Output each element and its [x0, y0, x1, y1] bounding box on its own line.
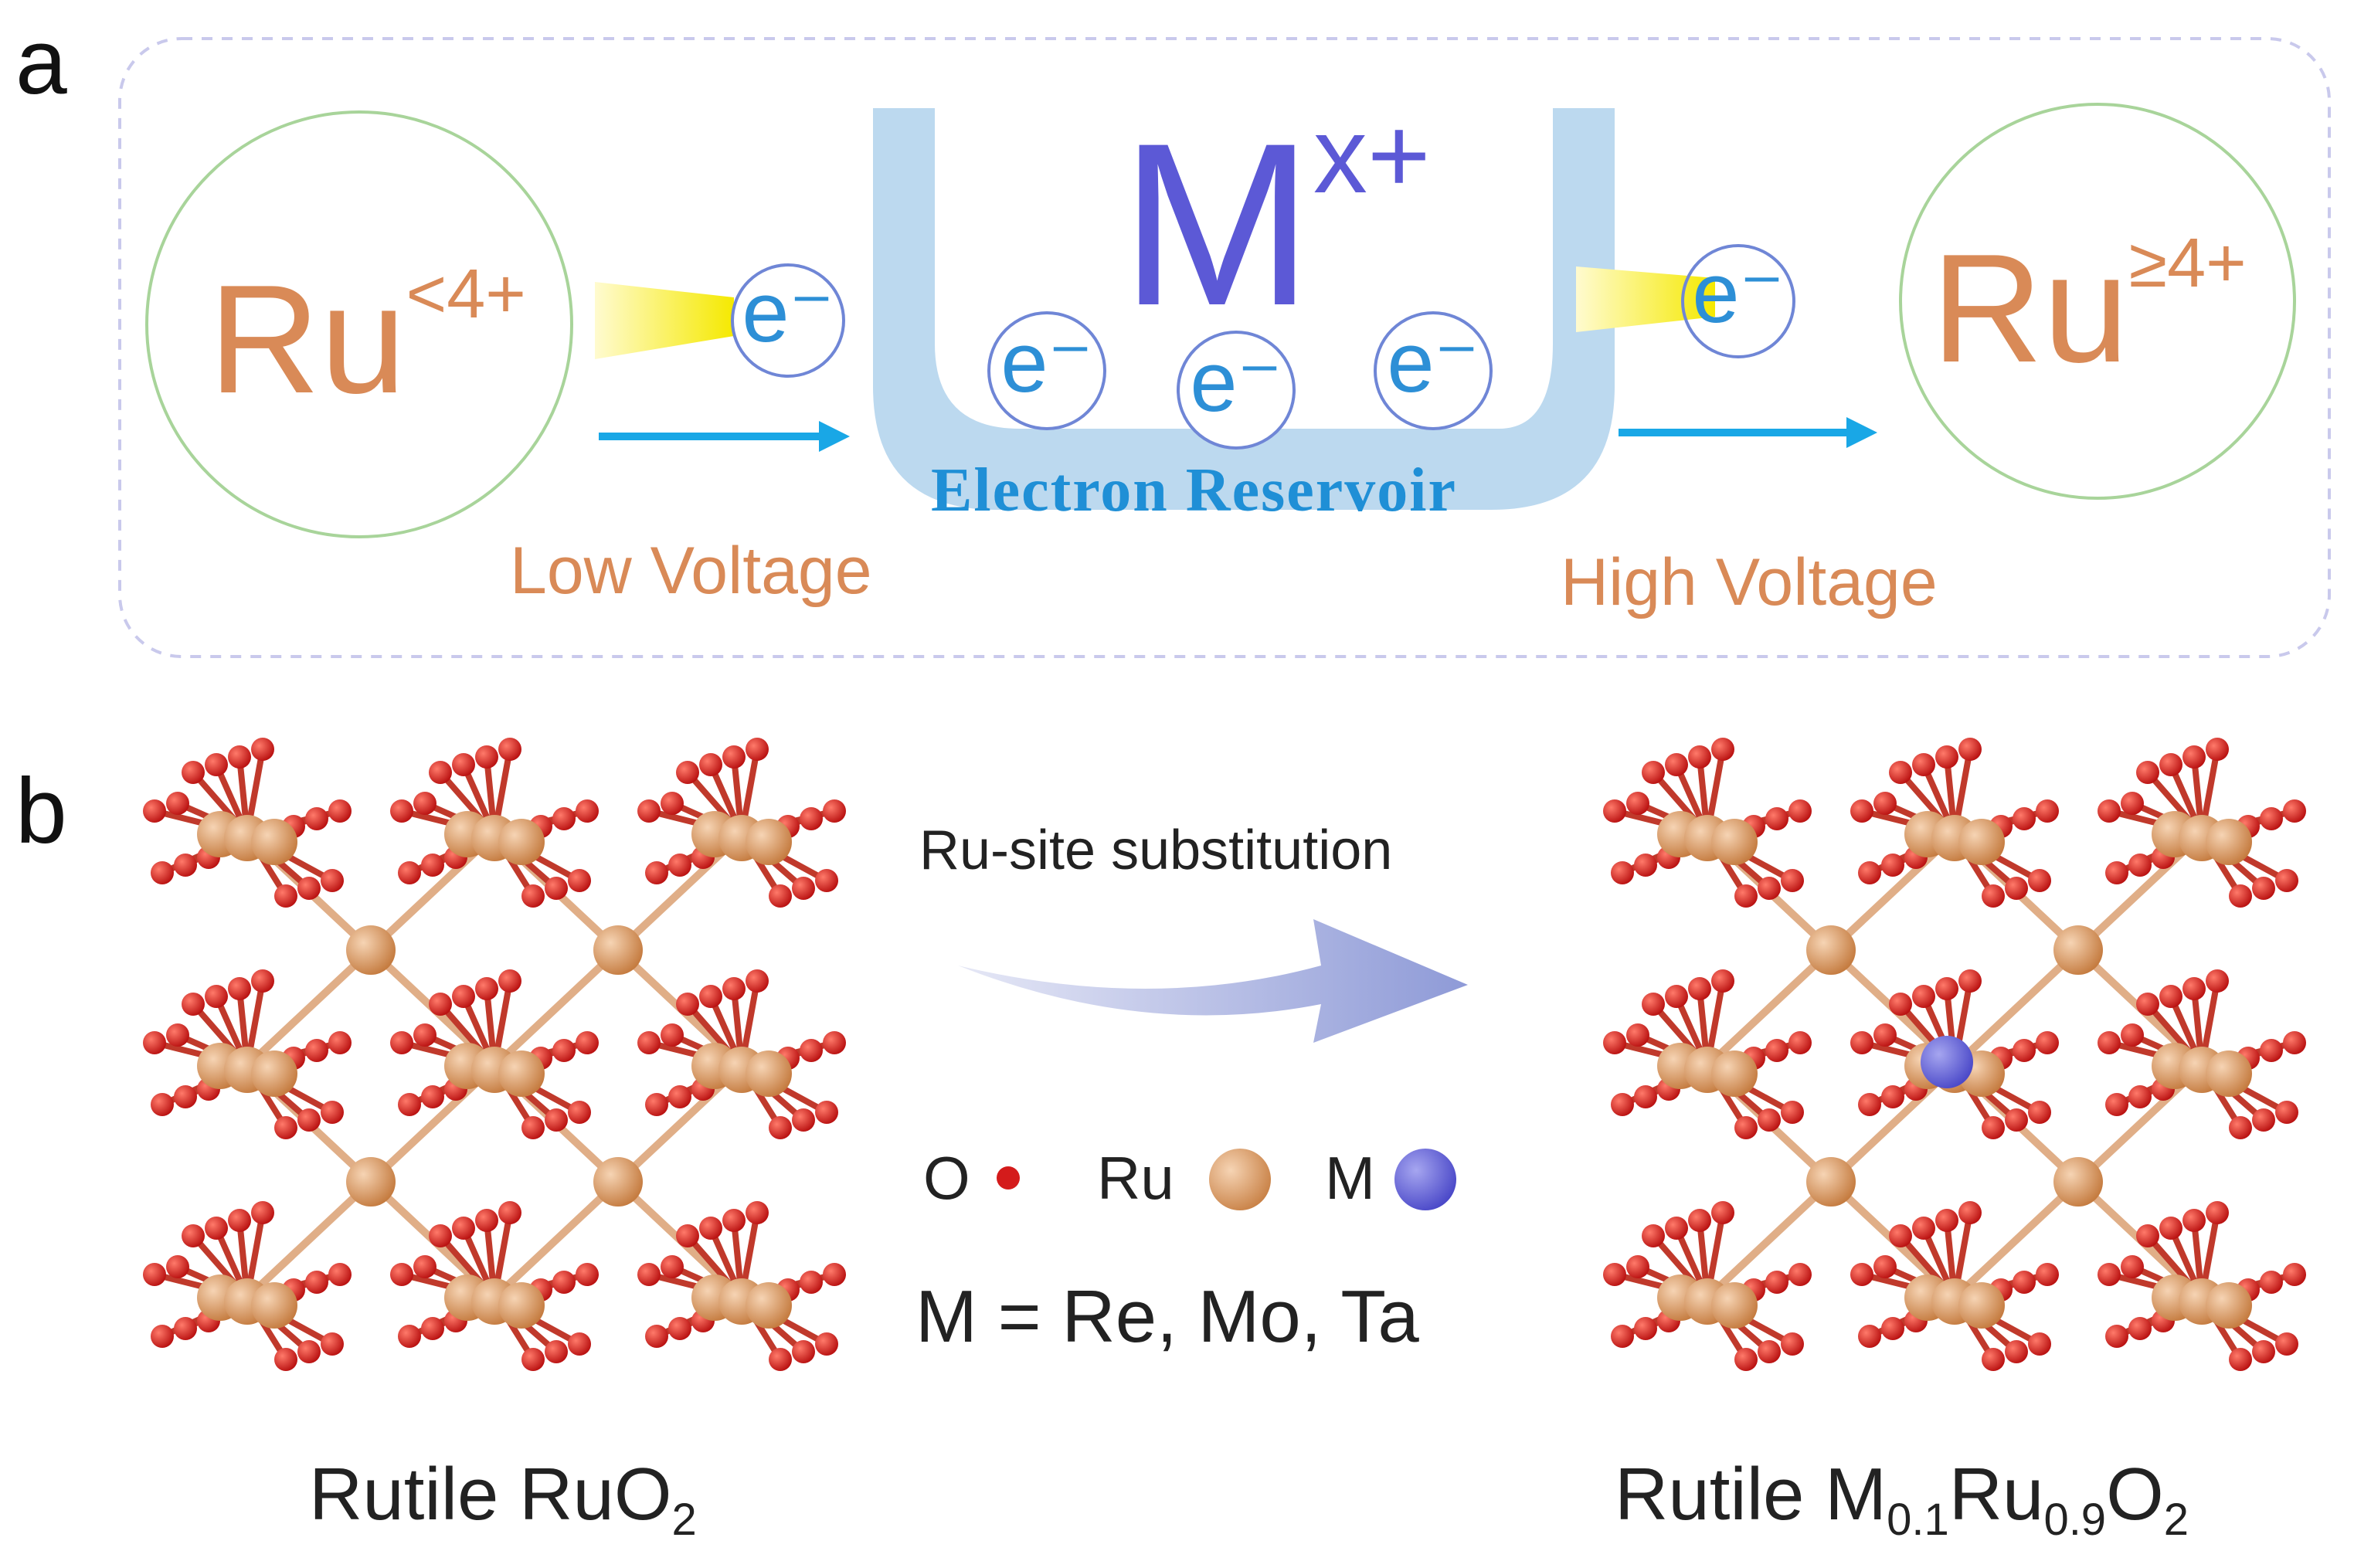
ruo6-cluster: [637, 738, 846, 908]
electron-label-left: e⁻: [742, 265, 834, 360]
left-lattice-caption: Rutile RuO2: [309, 1453, 697, 1546]
legend-m-label: M: [1325, 1144, 1375, 1212]
left-beam: [595, 282, 734, 359]
ru-atom: [346, 925, 396, 975]
ruo6-cluster: [2098, 738, 2306, 908]
low-voltage-arrow: [599, 421, 850, 452]
substitution-arrow-caption: Ru-site substitution: [919, 820, 1393, 881]
ruo6-cluster: [1603, 1201, 1812, 1371]
legend-ru-ball: [1209, 1149, 1271, 1210]
ru-atom: [2053, 1157, 2103, 1207]
electron-reservoir-3: [1374, 311, 1493, 430]
ruo6-cluster: [143, 1201, 352, 1371]
reservoir-left-post: [873, 108, 935, 224]
electron-label-res-1: e⁻: [1000, 315, 1093, 410]
m-definition: M = Re, Mo, Ta: [915, 1275, 1419, 1358]
ru-atom: [346, 1157, 396, 1207]
legend-m-ball: [1394, 1149, 1456, 1210]
ruo6-cluster: [637, 969, 846, 1139]
ruo6-cluster: [2098, 969, 2306, 1139]
low-voltage-label: Low Voltage: [510, 534, 872, 608]
ru-atom: [1806, 925, 1856, 975]
electron-label-res-3: e⁻: [1387, 315, 1479, 410]
right-beam: [1576, 266, 1715, 332]
ru-atom: [593, 1157, 643, 1207]
right-lattice-caption: Rutile M0.1Ru0.9O2: [1615, 1453, 2189, 1546]
legend-ru-label: Ru: [1097, 1144, 1174, 1212]
high-voltage-label: High Voltage: [1561, 545, 1938, 619]
center-ion-label: Mx+: [1120, 94, 1431, 354]
panel-a-graphics: [118, 37, 2331, 658]
ru-atom: [593, 925, 643, 975]
ruo6-cluster: [1603, 969, 1812, 1139]
left-ru-state: Ru<4+: [209, 253, 526, 426]
high-voltage-arrow: [1619, 417, 1877, 448]
ruo6-cluster: [1850, 738, 2059, 908]
right-ru-state: Ru≥4+: [1931, 222, 2247, 395]
panel-a-letter: a: [15, 10, 67, 114]
electron-reservoir-1: [987, 311, 1106, 430]
ruo6-cluster: [390, 1201, 599, 1371]
ru-atom: [2053, 925, 2103, 975]
ruo6-cluster: [637, 1201, 846, 1371]
electron-reservoir-2: [1177, 331, 1296, 450]
legend-oxygen-dot: [997, 1166, 1020, 1190]
panel-b-letter: b: [15, 759, 67, 863]
ruo6-cluster: [143, 738, 352, 908]
rutile-m-ru-o2-lattice: [1603, 738, 2306, 1371]
panel-a-dashed-frame: [118, 37, 2331, 658]
ruo6-cluster: [143, 969, 352, 1139]
electron-label-res-2: e⁻: [1190, 334, 1282, 429]
dopant-m-atom: [1921, 1036, 1973, 1088]
electron-label-right: e⁻: [1692, 246, 1785, 341]
substitution-arrow: [958, 919, 1468, 1043]
ruo6-cluster: [390, 738, 599, 908]
ruo6-cluster: [390, 969, 599, 1139]
electron-left: [731, 263, 845, 378]
ruo6-cluster: [2098, 1201, 2306, 1371]
ruo6-cluster: [1850, 969, 2059, 1139]
left-ru-circle: [145, 110, 573, 538]
right-ru-circle: [1899, 103, 2296, 500]
rutile-ruo2-lattice: [143, 738, 846, 1371]
ru-atom: [1806, 1157, 1856, 1207]
electron-right: [1681, 244, 1795, 358]
legend-oxygen-label: O: [923, 1144, 970, 1212]
ruo6-cluster: [1603, 738, 1812, 908]
ruo6-cluster: [1850, 1201, 2059, 1371]
electron-reservoir-label: Electron Reservoir: [931, 456, 1457, 524]
